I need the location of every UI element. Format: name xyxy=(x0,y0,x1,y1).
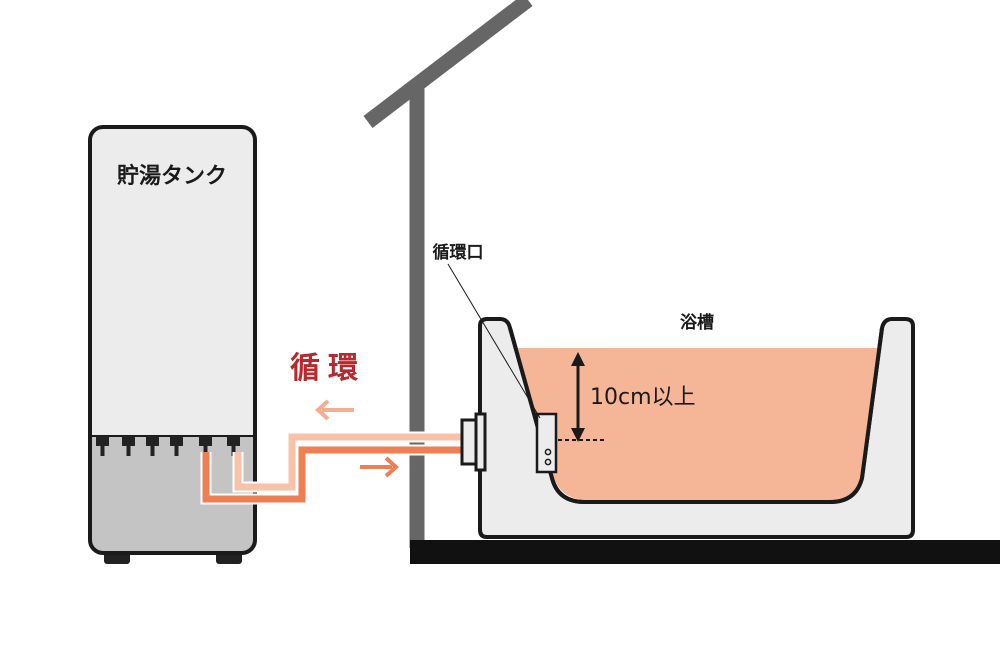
storage-tank: 貯湯タンク xyxy=(88,125,257,564)
tank-outline xyxy=(88,125,257,555)
measurement-label: 10cm以上 xyxy=(590,385,696,410)
outlet-label: 循環口 xyxy=(433,242,484,263)
measure-arrow-down xyxy=(571,428,585,442)
valve xyxy=(227,436,240,456)
house-structure xyxy=(363,0,533,548)
bathtub-label: 浴槽 xyxy=(680,312,714,333)
tank-base xyxy=(90,436,255,553)
measure-arrow-up xyxy=(571,352,585,366)
tub-inner-line xyxy=(508,327,884,504)
roof-line xyxy=(363,0,533,128)
circulation-label: 循環 xyxy=(290,351,366,386)
tank-label: 貯湯タンク xyxy=(117,163,227,189)
measurement: 10cm以上 xyxy=(558,352,696,442)
valve xyxy=(146,436,159,456)
right-arrow-icon xyxy=(360,456,399,478)
valve xyxy=(199,436,212,456)
valve xyxy=(170,436,183,456)
circulation-outlet: 循環口 xyxy=(433,242,558,474)
pipe-light-core xyxy=(234,433,464,491)
tub-water xyxy=(515,348,878,500)
bathtub: 浴槽 xyxy=(478,312,915,539)
tank-valves xyxy=(96,436,240,456)
left-arrow-icon xyxy=(315,399,354,421)
circulation-pipes xyxy=(200,431,464,505)
valve xyxy=(122,436,135,456)
floor xyxy=(410,540,1000,564)
pipe-dark-core xyxy=(202,446,464,503)
outlet-leader-line xyxy=(447,263,541,419)
wall-connector xyxy=(460,412,487,472)
valve xyxy=(96,436,109,456)
tank-body xyxy=(90,127,255,436)
